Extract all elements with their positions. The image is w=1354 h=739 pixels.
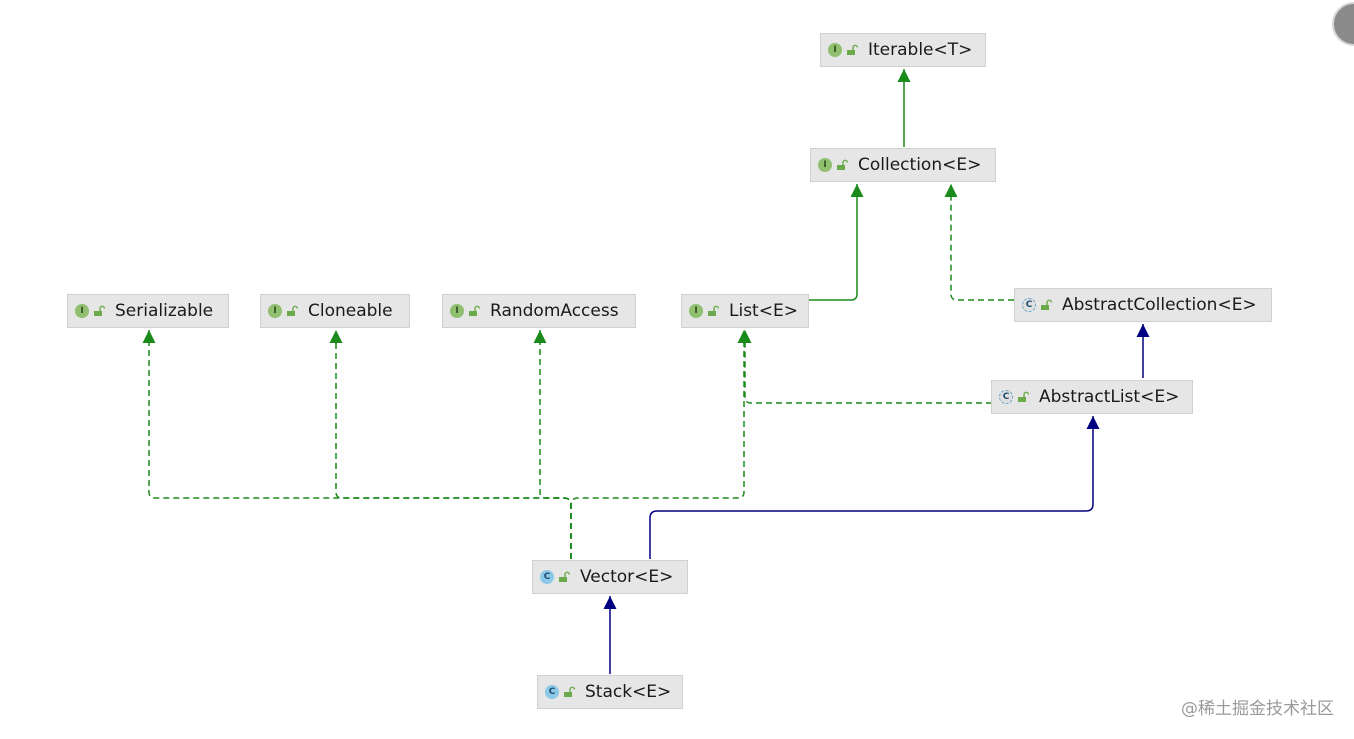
node-label: AbstractCollection<E> [1062,295,1257,315]
public-lock-icon [1018,391,1029,402]
edge-list-extends-collection [809,184,864,301]
public-lock-icon [94,305,105,316]
public-lock-icon [559,571,570,582]
public-lock-icon [287,305,298,316]
interface-icon: I [450,304,464,318]
edge-abstractlist-implements-list [738,330,992,404]
edge-vector-implements-list [570,330,751,559]
node-label: List<E> [729,301,798,321]
node-label: Stack<E> [585,682,672,702]
node-serializable[interactable]: I Serializable [67,294,229,328]
node-iterable[interactable]: I Iterable<T> [820,33,986,67]
public-lock-icon [564,686,575,697]
abstract-class-icon: C [999,390,1013,404]
edge-vector-implements-cloneable [329,330,572,559]
node-label: RandomAccess [490,301,619,321]
node-label: Vector<E> [580,567,674,587]
node-abstract-collection[interactable]: C AbstractCollection<E> [1014,288,1272,322]
node-list[interactable]: I List<E> [681,294,809,328]
public-lock-icon [708,305,719,316]
watermark: @稀土掘金技术社区 [1181,699,1334,719]
public-lock-icon [847,44,858,55]
interface-icon: I [268,304,282,318]
node-label: Collection<E> [858,155,982,175]
edge-vector-implements-serializable [142,330,572,559]
class-icon: C [540,570,554,584]
public-lock-icon [469,305,480,316]
class-icon: C [545,685,559,699]
node-label: Serializable [115,301,214,321]
abstract-class-icon: C [1022,298,1036,312]
node-stack[interactable]: C Stack<E> [537,675,683,709]
interface-icon: I [75,304,89,318]
node-random-access[interactable]: I RandomAccess [442,294,636,328]
node-label: Cloneable [308,301,393,321]
interface-icon: I [689,304,703,318]
node-collection[interactable]: I Collection<E> [810,148,996,182]
edge-vector-extends-abstractlist [649,416,1100,559]
node-label: Iterable<T> [868,40,973,60]
edge-abstractcollection-implements-collection [944,184,1014,301]
interface-icon: I [828,43,842,57]
node-cloneable[interactable]: I Cloneable [260,294,410,328]
node-abstract-list[interactable]: C AbstractList<E> [991,380,1193,414]
node-label: AbstractList<E> [1039,387,1180,407]
interface-icon: I [818,158,832,172]
edge-vector-implements-randomaccess [533,330,572,559]
public-lock-icon [1041,299,1052,310]
public-lock-icon [837,159,848,170]
node-vector[interactable]: C Vector<E> [532,560,688,594]
